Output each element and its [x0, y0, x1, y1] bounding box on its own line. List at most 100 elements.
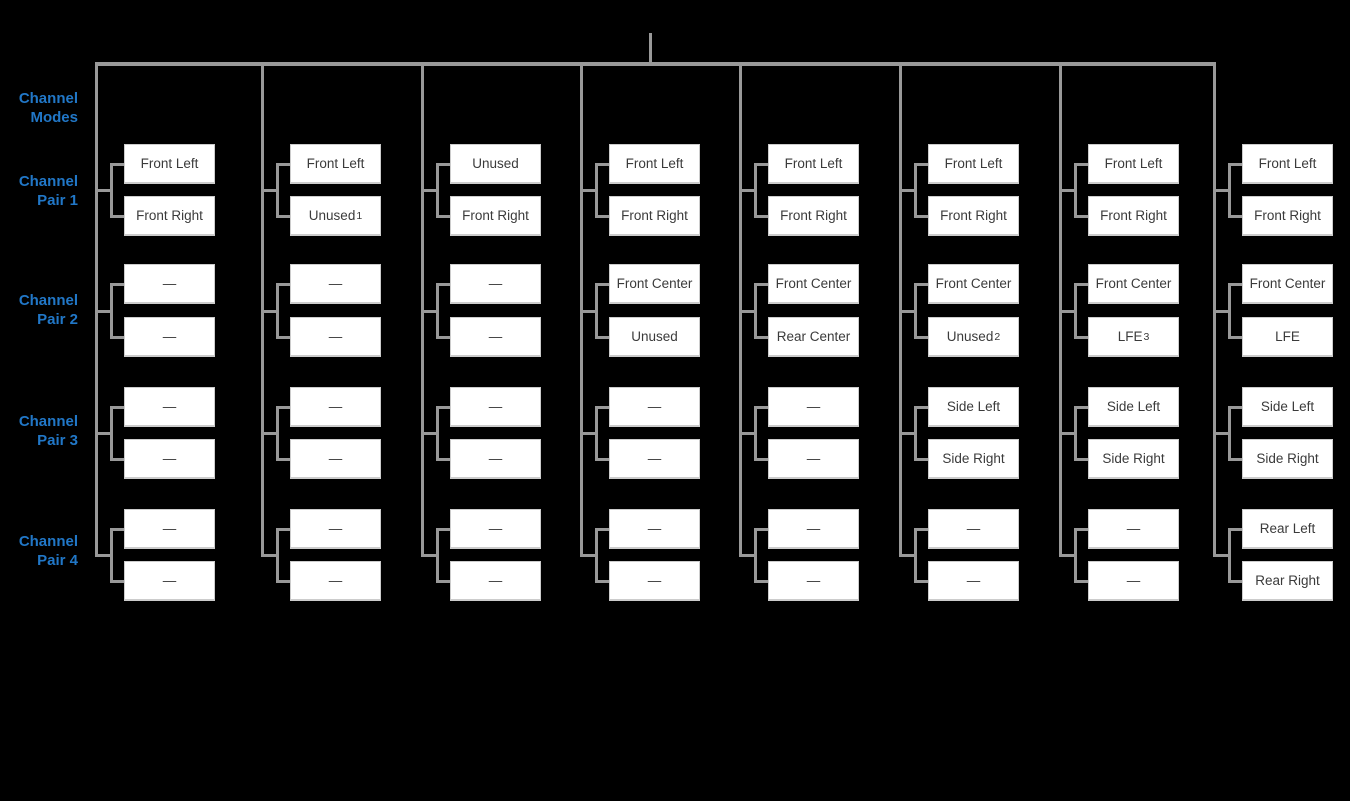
bracket-arm-line	[754, 406, 768, 409]
channel-box: —	[290, 561, 381, 601]
channel-box: Front Center	[1242, 264, 1333, 304]
bracket-arm-line	[754, 580, 768, 583]
bracket-arm-line	[110, 458, 124, 461]
bracket-vertical-line	[754, 283, 757, 339]
bracket-arm-line	[1074, 580, 1088, 583]
bracket-arm-line	[754, 283, 768, 286]
bracket-vertical-line	[914, 406, 917, 461]
bracket-connector-line	[580, 554, 595, 557]
bracket-arm-line	[754, 163, 768, 166]
channel-box: Front Left	[1088, 144, 1179, 184]
bracket-arm-line	[1228, 163, 1242, 166]
bracket-arm-line	[1074, 283, 1088, 286]
bracket-connector-line	[421, 310, 436, 313]
bracket-arm-line	[110, 215, 124, 218]
bracket-arm-line	[110, 283, 124, 286]
bracket-arm-line	[1228, 336, 1242, 339]
bracket-connector-line	[899, 432, 914, 435]
bracket-vertical-line	[436, 406, 439, 461]
bracket-arm-line	[914, 215, 928, 218]
bracket-arm-line	[595, 283, 609, 286]
channel-box: —	[450, 264, 541, 304]
bracket-arm-line	[1074, 215, 1088, 218]
bracket-vertical-line	[1228, 283, 1231, 339]
channel-box: Front Right	[928, 196, 1019, 236]
channel-box: Rear Left	[1242, 509, 1333, 549]
bracket-vertical-line	[754, 528, 757, 583]
bracket-vertical-line	[1074, 406, 1077, 461]
channel-box: —	[450, 509, 541, 549]
bracket-connector-line	[261, 554, 276, 557]
bracket-vertical-line	[595, 163, 598, 218]
bracket-arm-line	[436, 458, 450, 461]
bracket-arm-line	[276, 336, 290, 339]
bracket-arm-line	[914, 580, 928, 583]
bracket-arm-line	[595, 406, 609, 409]
channel-box: Side Right	[1088, 439, 1179, 479]
channel-box: —	[768, 387, 859, 427]
bracket-vertical-line	[436, 163, 439, 218]
channel-box: —	[124, 509, 215, 549]
bracket-arm-line	[1228, 458, 1242, 461]
bracket-arm-line	[1074, 163, 1088, 166]
channel-box: —	[1088, 509, 1179, 549]
bracket-arm-line	[914, 336, 928, 339]
bracket-connector-line	[899, 310, 914, 313]
channel-box: Front Left	[290, 144, 381, 184]
bracket-arm-line	[276, 406, 290, 409]
bracket-arm-line	[754, 215, 768, 218]
bracket-connector-line	[580, 432, 595, 435]
bracket-arm-line	[436, 336, 450, 339]
bracket-arm-line	[276, 163, 290, 166]
channel-box: Front Left	[768, 144, 859, 184]
top-connector-line	[649, 33, 652, 63]
bracket-arm-line	[276, 215, 290, 218]
bracket-arm-line	[1228, 406, 1242, 409]
bracket-arm-line	[595, 163, 609, 166]
channel-box: —	[290, 317, 381, 357]
channel-box: —	[124, 439, 215, 479]
channel-box: —	[290, 439, 381, 479]
channel-box: —	[609, 509, 700, 549]
channel-box: —	[290, 264, 381, 304]
bracket-vertical-line	[110, 528, 113, 583]
modes-header-rail-line	[95, 62, 1216, 66]
bracket-connector-line	[739, 310, 754, 313]
bracket-arm-line	[110, 406, 124, 409]
bracket-arm-line	[436, 215, 450, 218]
bracket-arm-line	[436, 528, 450, 531]
bracket-arm-line	[595, 580, 609, 583]
channel-box: —	[928, 561, 1019, 601]
row-label-channel-pair-2: Channel Pair 2	[18, 292, 78, 328]
bracket-vertical-line	[110, 163, 113, 218]
bracket-vertical-line	[276, 406, 279, 461]
bracket-connector-line	[1059, 432, 1074, 435]
row-label-channel-pair-1: Channel Pair 1	[18, 173, 78, 209]
bracket-arm-line	[914, 406, 928, 409]
channel-box: Front Right	[609, 196, 700, 236]
bracket-arm-line	[110, 528, 124, 531]
bracket-arm-line	[914, 528, 928, 531]
bracket-vertical-line	[754, 163, 757, 218]
bracket-vertical-line	[1074, 283, 1077, 339]
channel-box: Side Left	[1088, 387, 1179, 427]
channel-box: —	[450, 439, 541, 479]
channel-box: Rear Center	[768, 317, 859, 357]
channel-box: Front Right	[450, 196, 541, 236]
bracket-arm-line	[595, 458, 609, 461]
channel-box: —	[290, 509, 381, 549]
bracket-connector-line	[421, 432, 436, 435]
channel-box: —	[768, 561, 859, 601]
bracket-arm-line	[110, 163, 124, 166]
channel-box: —	[124, 264, 215, 304]
bracket-arm-line	[276, 458, 290, 461]
bracket-vertical-line	[1228, 406, 1231, 461]
channel-box: —	[928, 509, 1019, 549]
bracket-arm-line	[1228, 580, 1242, 583]
bracket-vertical-line	[110, 283, 113, 339]
bracket-vertical-line	[595, 283, 598, 339]
bracket-vertical-line	[436, 528, 439, 583]
bracket-connector-line	[421, 554, 436, 557]
bracket-connector-line	[1213, 432, 1228, 435]
